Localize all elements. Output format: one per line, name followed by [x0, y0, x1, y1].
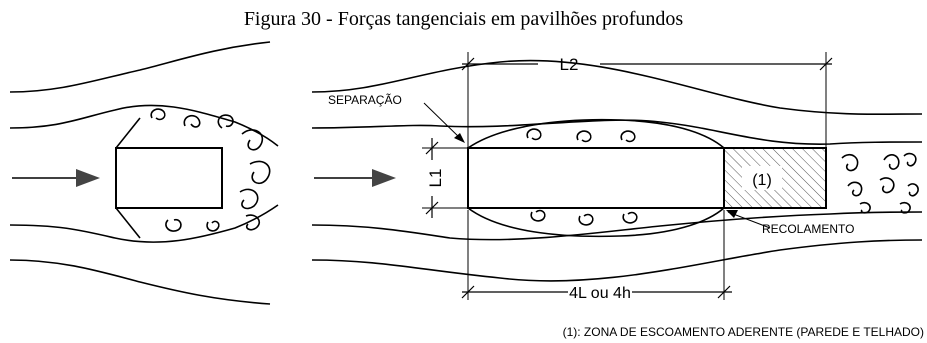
left-streamline-top-inner — [9, 104, 279, 147]
right-wind-arrow-head-icon — [372, 169, 396, 187]
length-4l-label: 4L ou 4h — [569, 285, 631, 302]
right-streamline-top-inner — [311, 119, 923, 145]
right-wake-vortex-4 — [847, 181, 863, 197]
left-vortex-bottom-2 — [206, 220, 220, 232]
left-streamline-top-outer — [9, 41, 271, 93]
separacao-leader — [423, 102, 463, 141]
recolamento-arrow-head-icon — [726, 210, 738, 218]
right-wake-vortex-3 — [903, 152, 917, 167]
left-vortex-wake-3 — [239, 188, 259, 210]
left-vortex-top-2 — [183, 114, 201, 128]
footnote: (1): ZONA DE ESCOAMENTO ADERENTE (PAREDE… — [563, 325, 924, 339]
right-vortex-top-2 — [576, 130, 592, 143]
right-vortex-bottom-3 — [622, 211, 638, 224]
left-wind-arrow-head-icon — [76, 169, 100, 187]
zone-marker-label: (1) — [752, 172, 772, 189]
right-wake-vortex-2 — [883, 154, 900, 170]
separacao-label: SEPARAÇÃO — [328, 93, 402, 107]
left-diagram — [9, 41, 279, 305]
right-wake-vortex-7 — [859, 201, 871, 214]
l1-label: L1 — [426, 169, 445, 188]
right-wake-vortex-8 — [899, 201, 911, 214]
figure-title: Figura 30 - Forças tangenciais em pavilh… — [243, 8, 684, 30]
left-vortex-wake-2 — [249, 160, 271, 185]
left-vortex-bottom-1 — [165, 218, 182, 232]
right-vortex-bottom-2 — [578, 213, 594, 226]
left-vortex-wake-4 — [245, 214, 261, 231]
separacao-arrow-head-icon — [454, 133, 465, 143]
left-vortex-wake-1 — [241, 129, 264, 151]
right-streamline-top-outer — [311, 59, 923, 116]
right-vortex-top-1 — [526, 128, 542, 141]
right-wake-vortex-1 — [841, 153, 859, 172]
right-separation-bubble-bottom — [467, 207, 725, 238]
right-streamline-bottom-outer — [311, 239, 923, 282]
right-vortex-bottom-1 — [530, 209, 546, 222]
right-diagram — [311, 52, 923, 300]
right-vortex-top-3 — [620, 130, 636, 143]
right-streamline-bottom-inner — [311, 211, 923, 241]
l2-label: L2 — [560, 55, 579, 74]
left-streamline-bottom-inner — [9, 204, 279, 243]
left-vortex-top-1 — [150, 108, 166, 121]
right-wake-vortex-5 — [879, 177, 895, 194]
recolamento-label: RECOLAMENTO — [762, 222, 854, 236]
right-wake-vortex-6 — [907, 183, 919, 197]
right-building — [467, 147, 827, 209]
left-building — [115, 147, 223, 209]
right-separation-bubble-top — [467, 118, 725, 149]
left-vortex-top-3 — [217, 114, 234, 129]
left-streamline-bottom-outer — [9, 259, 271, 305]
